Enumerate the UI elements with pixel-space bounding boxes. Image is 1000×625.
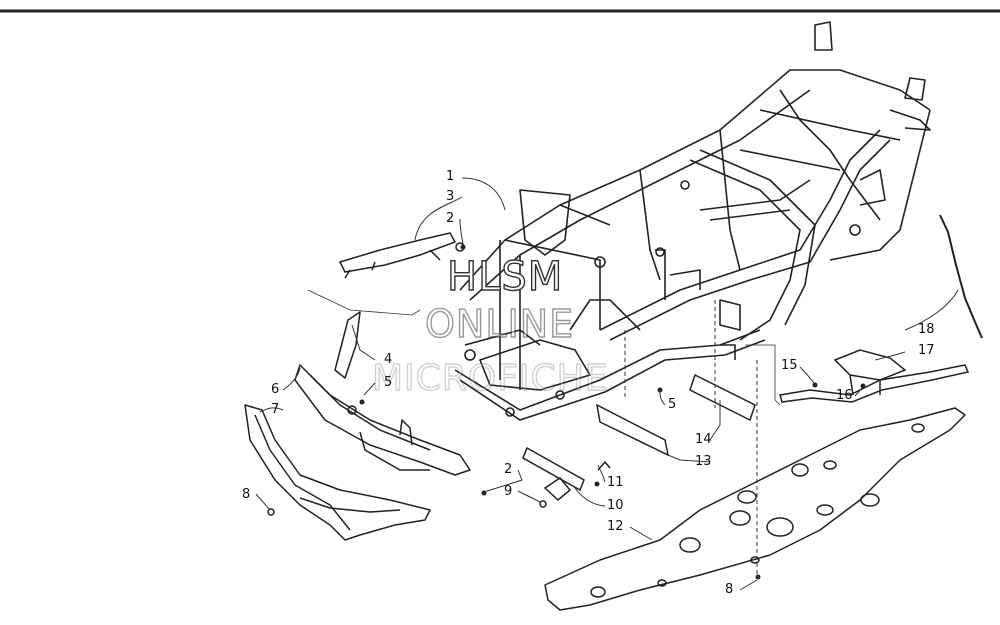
callout-12: 12 bbox=[607, 519, 624, 534]
watermark-line-3: MICROFICHE bbox=[371, 357, 609, 399]
callout-11: 11 bbox=[607, 475, 624, 490]
callout-3: 3 bbox=[446, 189, 455, 204]
callout-5: 5 bbox=[384, 375, 393, 390]
callout-16: 16 bbox=[836, 388, 853, 403]
skid-cable bbox=[939, 214, 983, 339]
small-bracket bbox=[522, 446, 611, 508]
front-bumper bbox=[294, 311, 471, 476]
leader-lines bbox=[255, 177, 959, 591]
front-bracket bbox=[338, 232, 465, 279]
callout-17: 17 bbox=[918, 343, 935, 358]
callout-10: 10 bbox=[607, 498, 624, 513]
front-fascia bbox=[244, 404, 431, 541]
fasteners bbox=[359, 244, 866, 580]
callout-7: 7 bbox=[271, 402, 280, 417]
foam-pads bbox=[595, 373, 756, 457]
callout-5-mid: 5 bbox=[668, 397, 677, 412]
watermark-line-1: HLSM bbox=[446, 253, 564, 300]
rear-rail bbox=[779, 349, 970, 403]
callout-4: 4 bbox=[384, 352, 393, 367]
callout-13: 13 bbox=[695, 454, 712, 469]
callout-2-lower: 2 bbox=[504, 462, 513, 477]
callout-9: 9 bbox=[504, 484, 513, 499]
callout-1: 1 bbox=[446, 169, 455, 184]
watermark-line-2: ONLINE bbox=[424, 301, 575, 346]
callout-14: 14 bbox=[695, 432, 712, 447]
main-frame bbox=[454, 21, 931, 421]
callout-2: 2 bbox=[446, 211, 455, 226]
callout-6: 6 bbox=[271, 382, 280, 397]
callout-18: 18 bbox=[918, 322, 935, 337]
callout-8-lower: 8 bbox=[725, 582, 734, 597]
skid-plate bbox=[544, 407, 966, 611]
callout-8: 8 bbox=[242, 487, 251, 502]
callout-15: 15 bbox=[781, 358, 798, 373]
